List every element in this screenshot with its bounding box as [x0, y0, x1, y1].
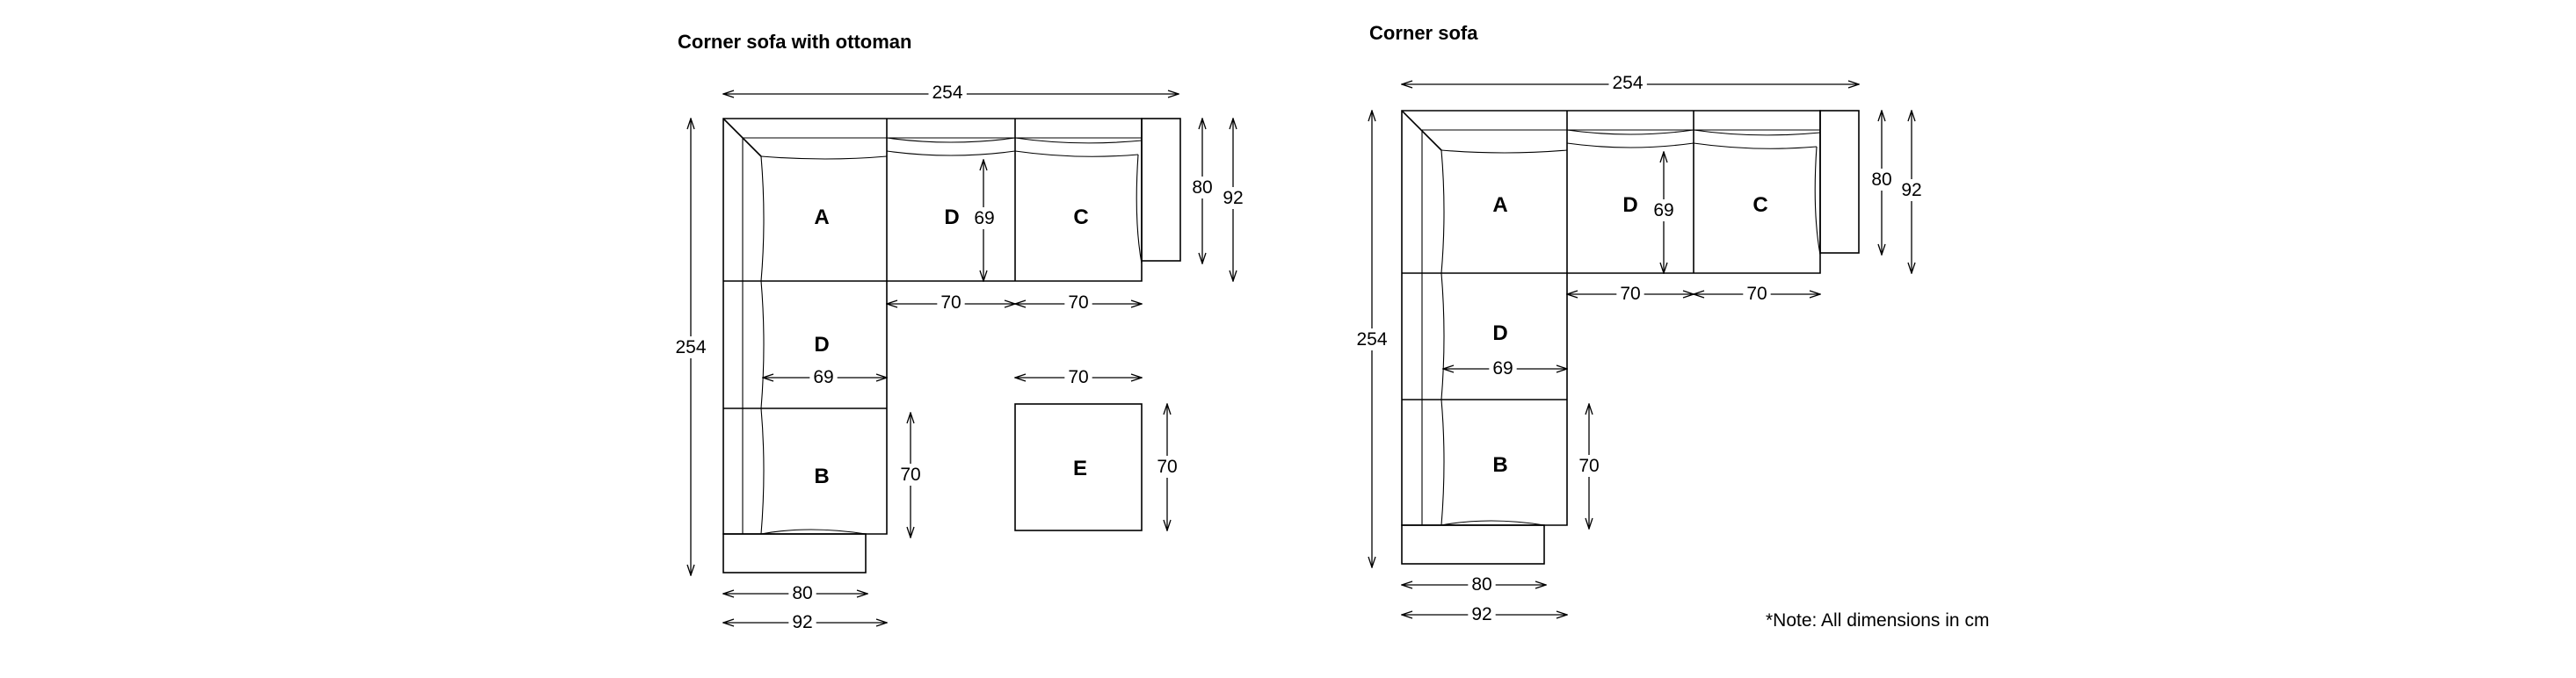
dimension-label-bg: [1489, 357, 1517, 379]
seat-label-c: C: [1752, 193, 1767, 217]
dimension-label: 254: [932, 83, 962, 103]
dimension-label-bg: [970, 207, 998, 229]
dimension-label-bg: [1064, 366, 1092, 388]
diagram-corner-sofa-with-ottoman: Corner sofa with ottoman: [671, 31, 1247, 633]
seat-label-d: D: [814, 333, 829, 357]
dimension-label-bg: [788, 582, 816, 604]
dimension-label: 80: [1871, 170, 1891, 190]
dimension-label-bg: [1468, 573, 1496, 595]
dimension-label-bg: [1608, 72, 1647, 94]
dimension-label-bg: [671, 336, 710, 358]
seat-label-d: D: [1622, 193, 1637, 217]
sofa-outline: [1401, 110, 1860, 565]
dimension-label: 70: [1068, 367, 1088, 387]
dimension-label-bg: [1868, 169, 1896, 191]
diagram-corner-sofa: Corner sofa A D C D B: [1353, 22, 1926, 625]
dimension-label: 254: [675, 337, 706, 357]
dimension-label-bg: [1650, 199, 1678, 221]
dimension-label: 70: [1746, 284, 1767, 304]
dimension-label-bg: [1616, 283, 1644, 305]
dimension-label: 69: [813, 367, 833, 387]
ottoman: [1014, 403, 1143, 531]
dimension-label: 254: [1356, 329, 1387, 350]
dimension-label: 70: [1620, 284, 1640, 304]
dimension-label: 70: [940, 292, 961, 313]
dimension-label-bg: [1064, 292, 1092, 314]
seat-label-a: A: [1492, 193, 1507, 217]
dimension-label-bg: [1153, 456, 1181, 478]
seat-label-e: E: [1073, 457, 1087, 480]
dimension-label: 70: [1157, 457, 1177, 477]
dimension-label: 80: [792, 583, 812, 603]
dimensions-note: *Note: All dimensions in cm: [1766, 610, 1989, 631]
dimension-label: 92: [792, 612, 812, 632]
dimension-label-bg: [809, 366, 838, 388]
dimension-label-bg: [1898, 179, 1926, 201]
dimension-label: 69: [974, 208, 994, 228]
dimension-label-bg: [1575, 455, 1603, 477]
dimension-label: 92: [1223, 188, 1243, 208]
dimension-label: 70: [900, 465, 920, 485]
seat-label-b: B: [814, 465, 829, 488]
dimension-label: 80: [1471, 574, 1491, 595]
dimension-label-bg: [1219, 187, 1247, 209]
dimension-label-bg: [788, 611, 816, 633]
dimension-label: 80: [1192, 177, 1212, 198]
seat-label-d: D: [1492, 321, 1507, 345]
dimension-label-bg: [896, 464, 925, 486]
dimension-label-bg: [1188, 177, 1216, 198]
sofa-outline: [722, 118, 1181, 573]
seat-label-c: C: [1073, 206, 1088, 229]
dimension-label-bg: [1468, 603, 1496, 625]
seat-label-b: B: [1492, 453, 1507, 477]
diagram-title: Corner sofa: [1369, 22, 1478, 44]
dimension-label-bg: [1743, 283, 1771, 305]
dimension-label-bg: [928, 82, 967, 104]
dimension-label: 92: [1471, 604, 1491, 624]
dimension-label: 70: [1578, 456, 1599, 476]
dimension-label-bg: [937, 292, 965, 314]
dimension-label: 69: [1653, 200, 1673, 220]
diagram-title: Corner sofa with ottoman: [678, 31, 911, 53]
seat-label-d: D: [944, 206, 959, 229]
dimension-label-bg: [1353, 328, 1391, 350]
dimension-label: 69: [1492, 358, 1513, 379]
dimension-label: 70: [1068, 292, 1088, 313]
seat-label-a: A: [814, 206, 829, 229]
dimension-label: 92: [1901, 180, 1921, 200]
dimension-label: 254: [1612, 73, 1643, 93]
